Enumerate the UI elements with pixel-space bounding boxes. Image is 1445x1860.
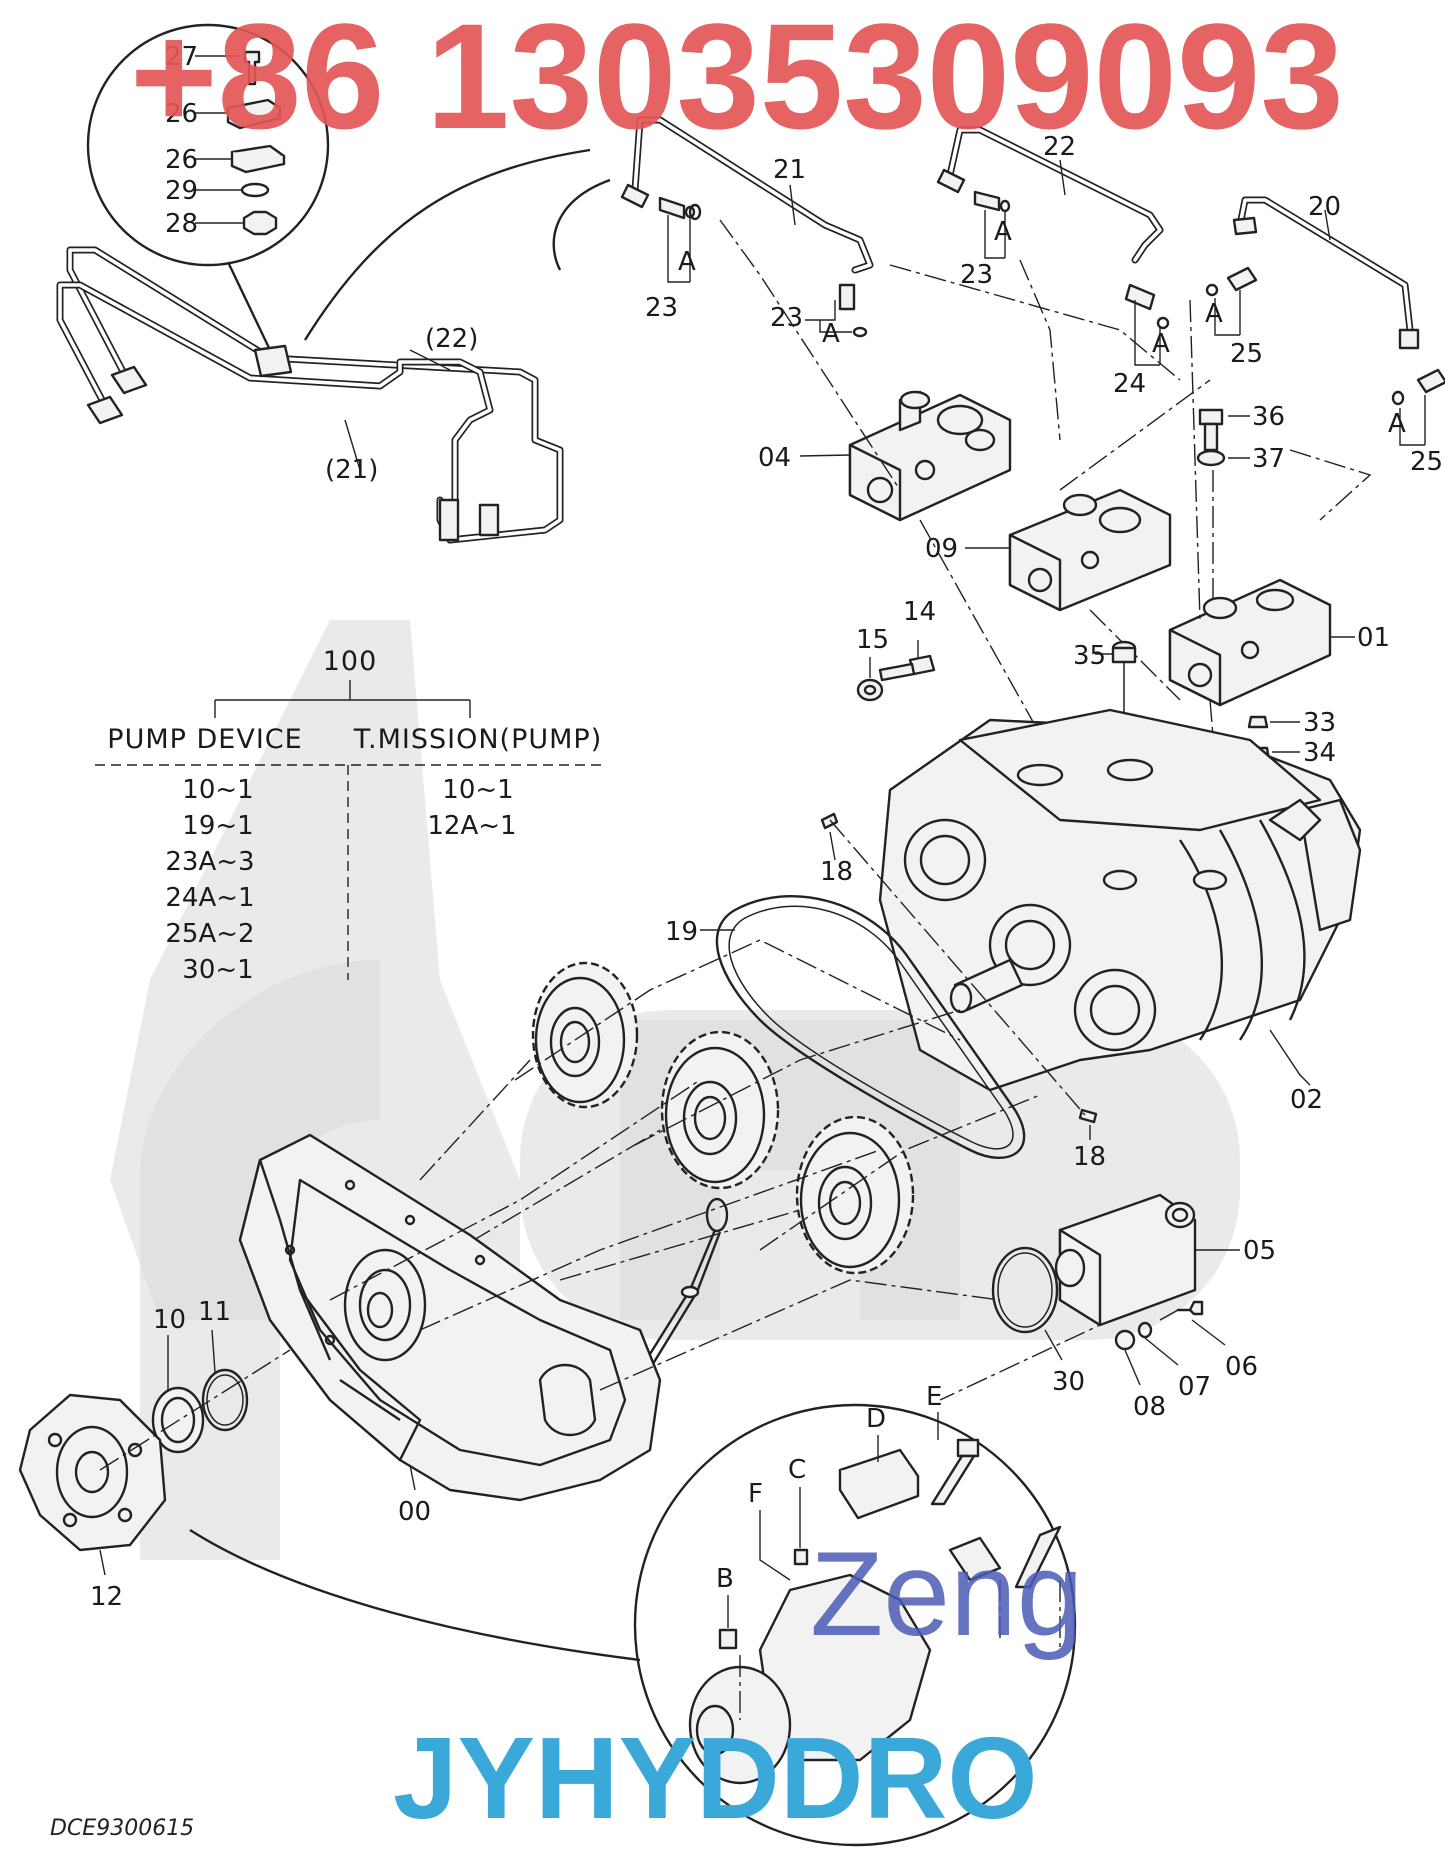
detail-label-B: B [716, 1564, 734, 1594]
callout-18: 18 [820, 857, 853, 887]
brand-watermark: JYHYDDRO [393, 1713, 1038, 1843]
callout-18: 18 [1073, 1142, 1106, 1172]
pump-device-item: 30~1 [182, 955, 253, 985]
callout-24: 24 [1113, 369, 1146, 399]
tmission-item: 12A~1 [427, 811, 516, 841]
phone-watermark: +86 13035309093 [130, 0, 1344, 160]
pump-device-item: 23A~3 [165, 847, 254, 877]
callout-A: A [678, 247, 696, 277]
callout-36: 36 [1252, 402, 1285, 432]
callout-35: 35 [1073, 641, 1106, 671]
callout-00: 00 [398, 1497, 431, 1527]
gear-lower [795, 1115, 915, 1275]
callout-02: 02 [1290, 1085, 1323, 1115]
pump-device-item: 10~1 [182, 775, 253, 805]
valve-block-04: 04 [758, 390, 1012, 522]
callout-21: 21 [773, 155, 806, 185]
callout-20: 20 [1308, 192, 1341, 222]
o-ring-30: 30 [991, 1246, 1085, 1397]
callout-25: 25 [1410, 447, 1443, 477]
callout-22: 22 [1043, 132, 1076, 162]
column-pump-device: PUMP DEVICE [107, 724, 302, 755]
detail-label-E: E [926, 1382, 942, 1412]
gears [419, 939, 1041, 1281]
zeng-watermark: Zeng [810, 1527, 1084, 1661]
pump-device-item: 25A~2 [165, 919, 254, 949]
o-ring-19: 19 [665, 895, 1026, 1160]
callout-22-ref: (22) [425, 324, 478, 354]
callout-A: A [1388, 409, 1406, 439]
callout-34: 34 [1303, 738, 1336, 768]
callout-04: 04 [758, 443, 791, 473]
gear-middle [660, 1030, 780, 1190]
callout-33: 33 [1303, 708, 1336, 738]
tmission-item: 10~1 [442, 775, 513, 805]
callout-11: 11 [198, 1297, 231, 1327]
callout-26: 26 [165, 145, 198, 175]
housing-00: 00 [238, 1079, 1001, 1527]
gear-upper [531, 961, 639, 1109]
callout-08: 08 [1133, 1392, 1166, 1422]
pump-device-item: 19~1 [182, 811, 253, 841]
pump-case-02: 02 [878, 708, 1362, 1115]
callout-06: 06 [1225, 1352, 1258, 1382]
callout-19: 19 [665, 917, 698, 947]
coupling-detail-circle: E D C F B [633, 1382, 1077, 1847]
column-tmission-pump: T.MISSION(PUMP) [353, 724, 603, 755]
callout-28: 28 [165, 209, 198, 239]
callout-15: 15 [856, 625, 889, 655]
coupling-12: 12 [18, 1349, 641, 1662]
callout-23: 23 [960, 260, 993, 290]
pins-18: 18 18 [820, 812, 1106, 1172]
valve-block-01: 01 [1168, 578, 1390, 707]
callout-01: 01 [1357, 623, 1390, 653]
callout-25: 25 [1230, 339, 1263, 369]
callout-05: 05 [1243, 1236, 1276, 1266]
callout-A: A [1205, 299, 1223, 329]
callout-A: A [1152, 329, 1170, 359]
clamp-detail-circle: 27 26 26 29 28 [86, 23, 611, 351]
detail-label-D: D [866, 1404, 886, 1434]
snap-ring-11: 11 [198, 1297, 249, 1432]
dipstick [638, 1197, 729, 1373]
pipes-top: 21 22 20 [620, 116, 1420, 350]
drawing-code: DCE9300615 [50, 1816, 194, 1841]
callout-26: 26 [165, 99, 198, 129]
callout-23: 23 [770, 303, 803, 333]
callout-29: 29 [165, 176, 198, 206]
callout-A: A [822, 319, 840, 349]
callout-14: 14 [903, 597, 936, 627]
bolt-washer-36-37: 36 37 [1196, 402, 1285, 474]
assembly-table: 100 PUMP DEVICE T.MISSION(PUMP) 10~1 19~… [95, 646, 605, 985]
pipe-harness-left: (22) (21) [56, 246, 564, 544]
callout-10: 10 [153, 1305, 186, 1335]
detail-label-F: F [748, 1479, 763, 1509]
fittings: 23 A 23 A 23 A 24 A 25 A 25 A [645, 190, 1445, 477]
callout-A: A [994, 217, 1012, 247]
assembly-number: 100 [323, 646, 378, 677]
callout-23: 23 [645, 293, 678, 323]
callout-30: 30 [1052, 1367, 1085, 1397]
callout-37: 37 [1252, 444, 1285, 474]
valve-block-09: 09 [925, 488, 1172, 612]
callout-12: 12 [90, 1582, 123, 1612]
callout-27: 27 [165, 42, 198, 72]
gear-pump-05: 05 06 07 08 [939, 1193, 1276, 1422]
callout-07: 07 [1178, 1372, 1211, 1402]
detail-label-C: C [788, 1455, 806, 1485]
pump-device-item: 24A~1 [165, 883, 254, 913]
callout-21-ref: (21) [325, 455, 378, 485]
